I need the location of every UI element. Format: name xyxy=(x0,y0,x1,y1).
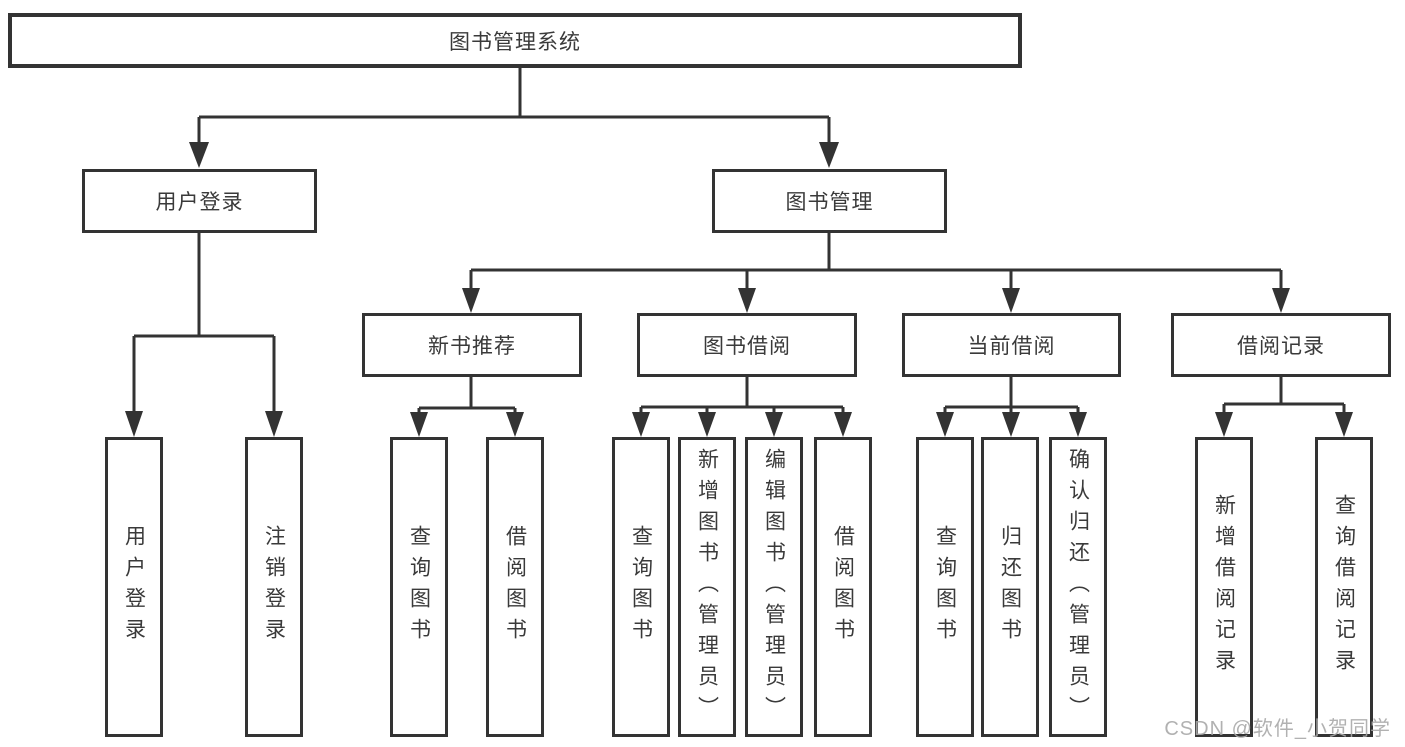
node-book-management-label: 图书管理 xyxy=(785,191,874,214)
leaf-logout: 注销登录 xyxy=(245,437,303,737)
leaf-return-books-label: 归还图书 xyxy=(998,525,1022,649)
node-current-borrowing-label: 当前借阅 xyxy=(967,335,1056,358)
connector-new-book-children xyxy=(417,377,517,414)
arrow-down-icon xyxy=(1002,412,1020,437)
leaf-add-books-admin: 新增图书（管理员） xyxy=(678,437,736,737)
connector-borrowing-children xyxy=(639,377,845,414)
arrow-down-icon xyxy=(125,411,143,437)
leaf-borrow-books-recommend-label: 借阅图书 xyxy=(503,525,527,649)
arrow-down-icon xyxy=(1215,412,1233,437)
arrow-down-icon xyxy=(189,142,209,168)
leaf-add-books-admin-label: 新增图书（管理员） xyxy=(695,447,719,727)
leaf-borrow-books-borrowing: 借阅图书 xyxy=(814,437,872,737)
leaf-query-borrow-record: 查询借阅记录 xyxy=(1315,437,1373,737)
arrow-down-icon xyxy=(765,412,783,437)
leaf-add-borrow-record-label: 新增借阅记录 xyxy=(1212,494,1236,680)
node-new-book-recommend-label: 新书推荐 xyxy=(428,335,516,358)
node-root-label: 图书管理系统 xyxy=(449,30,581,54)
node-user-login-label: 用户登录 xyxy=(155,191,244,214)
arrow-down-icon xyxy=(462,288,480,313)
leaf-user-login: 用户登录 xyxy=(105,437,163,737)
leaf-query-books-current: 查询图书 xyxy=(916,437,974,737)
leaf-query-books-current-label: 查询图书 xyxy=(933,525,957,649)
connector-current-children xyxy=(943,377,1080,414)
node-current-borrowing: 当前借阅 xyxy=(902,313,1121,377)
node-borrowing-records-label: 借阅记录 xyxy=(1237,335,1325,358)
connector-book-mgmt-children xyxy=(469,233,1283,289)
node-book-management: 图书管理 xyxy=(712,169,947,233)
arrow-down-icon xyxy=(506,412,524,437)
leaf-add-borrow-record: 新增借阅记录 xyxy=(1195,437,1253,737)
arrow-down-icon xyxy=(698,412,716,437)
csdn-watermark: CSDN @软件_小贺同学 xyxy=(1164,718,1391,740)
leaf-query-books-recommend-label: 查询图书 xyxy=(407,525,431,649)
leaf-return-books: 归还图书 xyxy=(981,437,1039,737)
leaf-confirm-return-admin-label: 确认归还（管理员） xyxy=(1066,447,1090,727)
node-book-borrowing-label: 图书借阅 xyxy=(703,335,791,358)
leaf-logout-label: 注销登录 xyxy=(262,525,286,649)
node-book-borrowing: 图书借阅 xyxy=(637,313,857,377)
arrow-down-icon xyxy=(738,288,756,313)
connector-records-children xyxy=(1222,377,1346,414)
connector-user-login-children xyxy=(132,233,276,412)
arrow-down-icon xyxy=(819,142,839,168)
arrow-down-icon xyxy=(834,412,852,437)
leaf-borrow-books-recommend: 借阅图书 xyxy=(486,437,544,737)
connector-root-to-level2 xyxy=(197,68,831,143)
arrow-down-icon xyxy=(936,412,954,437)
leaf-query-books-borrowing: 查询图书 xyxy=(612,437,670,737)
arrow-down-icon xyxy=(1002,288,1020,313)
arrow-down-icon xyxy=(265,411,283,437)
arrow-down-icon xyxy=(632,412,650,437)
node-user-login: 用户登录 xyxy=(82,169,317,233)
leaf-user-login-label: 用户登录 xyxy=(122,525,146,649)
leaf-edit-books-admin: 编辑图书（管理员） xyxy=(745,437,803,737)
arrow-down-icon xyxy=(410,412,428,437)
arrow-down-icon xyxy=(1335,412,1353,437)
leaf-edit-books-admin-label: 编辑图书（管理员） xyxy=(762,447,786,727)
leaf-query-books-recommend: 查询图书 xyxy=(390,437,448,737)
leaf-borrow-books-borrowing-label: 借阅图书 xyxy=(831,525,855,649)
arrow-down-icon xyxy=(1272,288,1290,313)
leaf-query-borrow-record-label: 查询借阅记录 xyxy=(1332,494,1356,680)
leaf-confirm-return-admin: 确认归还（管理员） xyxy=(1049,437,1107,737)
leaf-query-books-borrowing-label: 查询图书 xyxy=(629,525,653,649)
node-borrowing-records: 借阅记录 xyxy=(1171,313,1391,377)
arrow-down-icon xyxy=(1069,412,1087,437)
node-new-book-recommend: 新书推荐 xyxy=(362,313,582,377)
node-root: 图书管理系统 xyxy=(8,13,1022,68)
